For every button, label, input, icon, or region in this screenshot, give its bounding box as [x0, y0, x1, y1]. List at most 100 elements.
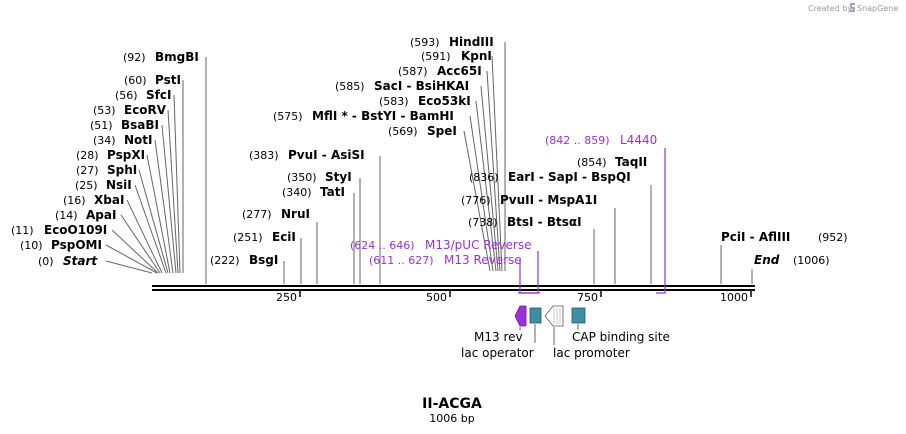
- svg-text:ApaI: ApaI: [86, 208, 116, 222]
- svg-text:PvuII - MspA1I: PvuII - MspA1I: [500, 193, 597, 207]
- site-label-btsi[interactable]: (738) BtsI - BtsαI: [468, 215, 582, 229]
- svg-text:(28): (28): [76, 149, 99, 162]
- site-label-noti[interactable]: (34) NotI: [93, 133, 153, 147]
- site-label-pvuii-mspa1i[interactable]: (776) PvuII - MspA1I: [461, 193, 597, 207]
- primer-m13-reverse[interactable]: (611 .. 627) M13 Reverse: [369, 253, 540, 294]
- svg-text:StyI: StyI: [325, 170, 352, 184]
- svg-text:PspOMI: PspOMI: [51, 238, 102, 252]
- tick-750: 750: [577, 291, 598, 304]
- svg-text:(952): (952): [818, 231, 848, 244]
- svg-text:NruI: NruI: [281, 207, 310, 221]
- svg-text:EarI - SapI - BspQI: EarI - SapI - BspQI: [508, 170, 631, 184]
- svg-text:(569): (569): [388, 125, 418, 138]
- svg-text:(11): (11): [11, 224, 34, 237]
- site-label-bsabi[interactable]: (51) BsaBI: [90, 118, 159, 132]
- site-label-pcii-afliii[interactable]: PciI - AflIII (952): [721, 230, 848, 244]
- tick-250: 250: [276, 291, 297, 304]
- site-label-xbai[interactable]: (16) XbaI: [63, 193, 124, 207]
- site-label-saci-bsihkai[interactable]: (585) SacI - BsiHKAI: [335, 79, 469, 93]
- svg-text:NsiI: NsiI: [106, 178, 132, 192]
- svg-text:SpeI: SpeI: [427, 124, 457, 138]
- feature-lac-promoter[interactable]: [544, 305, 564, 327]
- leader-lines: [105, 42, 753, 284]
- feature-lac-operator[interactable]: [529, 307, 542, 324]
- svg-text:BsgI: BsgI: [249, 253, 278, 267]
- svg-text:(383): (383): [249, 149, 279, 162]
- svg-text:EciI: EciI: [272, 230, 296, 244]
- site-label-pspomi[interactable]: (10) PspOMI: [20, 238, 102, 252]
- svg-text:M13/pUC Reverse: M13/pUC Reverse: [425, 238, 532, 252]
- site-label-end[interactable]: End (1006): [754, 253, 830, 267]
- svg-text:Start: Start: [63, 254, 98, 268]
- site-label-hindiii[interactable]: (593) HindIII: [410, 35, 494, 49]
- site-label-taqii[interactable]: (854) TaqII: [577, 155, 647, 169]
- svg-text:SphI: SphI: [107, 163, 137, 177]
- primer-l4440[interactable]: (842 .. 859) L4440: [545, 133, 666, 294]
- site-label-ecoo109i[interactable]: (11) EcoO109I: [11, 223, 107, 237]
- svg-text:M13 Reverse: M13 Reverse: [444, 253, 522, 267]
- svg-text:TatI: TatI: [320, 185, 345, 199]
- svg-text:End: End: [754, 253, 780, 267]
- svg-text:(0): (0): [38, 255, 54, 268]
- svg-text:(842 .. 859): (842 .. 859): [545, 134, 610, 147]
- svg-text:PvuI - AsiSI: PvuI - AsiSI: [288, 148, 365, 162]
- site-label-eari-sapi-bspqi[interactable]: (836) EarI - SapI - BspQI: [469, 170, 631, 184]
- site-label-pspxi[interactable]: (28) PspXI: [76, 148, 145, 162]
- svg-text:Eco53kI: Eco53kI: [418, 94, 471, 108]
- site-label-apai[interactable]: (14) ApaI: [55, 208, 116, 222]
- svg-text:(222): (222): [210, 254, 240, 267]
- svg-text:(277): (277): [242, 208, 272, 221]
- site-label-kpni[interactable]: (591) KpnI: [421, 49, 492, 63]
- site-label-nrui[interactable]: (277) NruI: [242, 207, 310, 221]
- site-label-styi[interactable]: (350) StyI: [287, 170, 352, 184]
- svg-text:(340): (340): [282, 186, 312, 199]
- site-label-bsgi[interactable]: (222) BsgI: [210, 253, 278, 267]
- feature-m13-rev[interactable]: [514, 305, 527, 327]
- svg-text:EcoO109I: EcoO109I: [44, 223, 107, 237]
- svg-text:XbaI: XbaI: [94, 193, 124, 207]
- site-label-eco53ki[interactable]: (583) Eco53kI: [379, 94, 471, 108]
- credit-brand: SnapGene: [857, 4, 898, 13]
- svg-text:BtsI - BtsαI: BtsI - BtsαI: [507, 215, 582, 229]
- svg-text:(593): (593): [410, 36, 440, 49]
- svg-text:PstI: PstI: [155, 73, 181, 87]
- snapgene-logo-icon: [850, 3, 855, 12]
- site-label-sphi[interactable]: (27) SphI: [76, 163, 137, 177]
- svg-text:(575): (575): [273, 110, 303, 123]
- site-label-pvui-asisi[interactable]: (383) PvuI - AsiSI: [249, 148, 365, 162]
- svg-text:(53): (53): [93, 104, 116, 117]
- site-label-psti[interactable]: (60) PstI: [124, 73, 181, 87]
- tick-1000: 1000: [720, 291, 748, 304]
- tick-500: 500: [426, 291, 447, 304]
- svg-text:(585): (585): [335, 80, 365, 93]
- svg-text:(776): (776): [461, 194, 491, 207]
- site-label-acc65i[interactable]: (587) Acc65I: [398, 64, 482, 78]
- site-label-ecii[interactable]: (251) EciI: [233, 230, 296, 244]
- svg-text:MflI * - BstYI - BamHI: MflI * - BstYI - BamHI: [312, 109, 454, 123]
- site-label-ecorv[interactable]: (53) EcoRV: [93, 103, 167, 117]
- site-label-bmgbi[interactable]: (92) BmgBI: [123, 50, 199, 64]
- svg-text:(854): (854): [577, 156, 607, 169]
- site-label-spei[interactable]: (569) SpeI: [388, 124, 457, 138]
- site-label-mfli-bstyi-bamhi[interactable]: (575) MflI * - BstYI - BamHI: [273, 109, 454, 123]
- feature-cap-binding-site[interactable]: [571, 307, 586, 324]
- svg-text:(624 .. 646): (624 .. 646): [350, 239, 415, 252]
- svg-text:(10): (10): [20, 239, 43, 252]
- primer-m13-puc-reverse[interactable]: (624 .. 646) M13/pUC Reverse: [350, 238, 539, 294]
- svg-text:PspXI: PspXI: [107, 148, 145, 162]
- svg-text:(16): (16): [63, 194, 86, 207]
- site-label-nsii[interactable]: (25) NsiI: [75, 178, 132, 192]
- feature-leaders: [519, 324, 579, 345]
- svg-text:(738): (738): [468, 216, 498, 229]
- svg-text:Acc65I: Acc65I: [437, 64, 482, 78]
- site-label-tati[interactable]: (340) TatI: [282, 185, 345, 199]
- site-label-start[interactable]: (0) Start: [38, 254, 98, 268]
- svg-text:HindIII: HindIII: [449, 35, 494, 49]
- map-title: II-ACGA: [422, 396, 482, 412]
- svg-text:(591): (591): [421, 50, 451, 63]
- svg-text:SacI - BsiHKAI: SacI - BsiHKAI: [374, 79, 469, 93]
- svg-text:KpnI: KpnI: [461, 49, 492, 63]
- site-label-sfci[interactable]: (56) SfcI: [115, 88, 171, 102]
- svg-text:(836): (836): [469, 171, 499, 184]
